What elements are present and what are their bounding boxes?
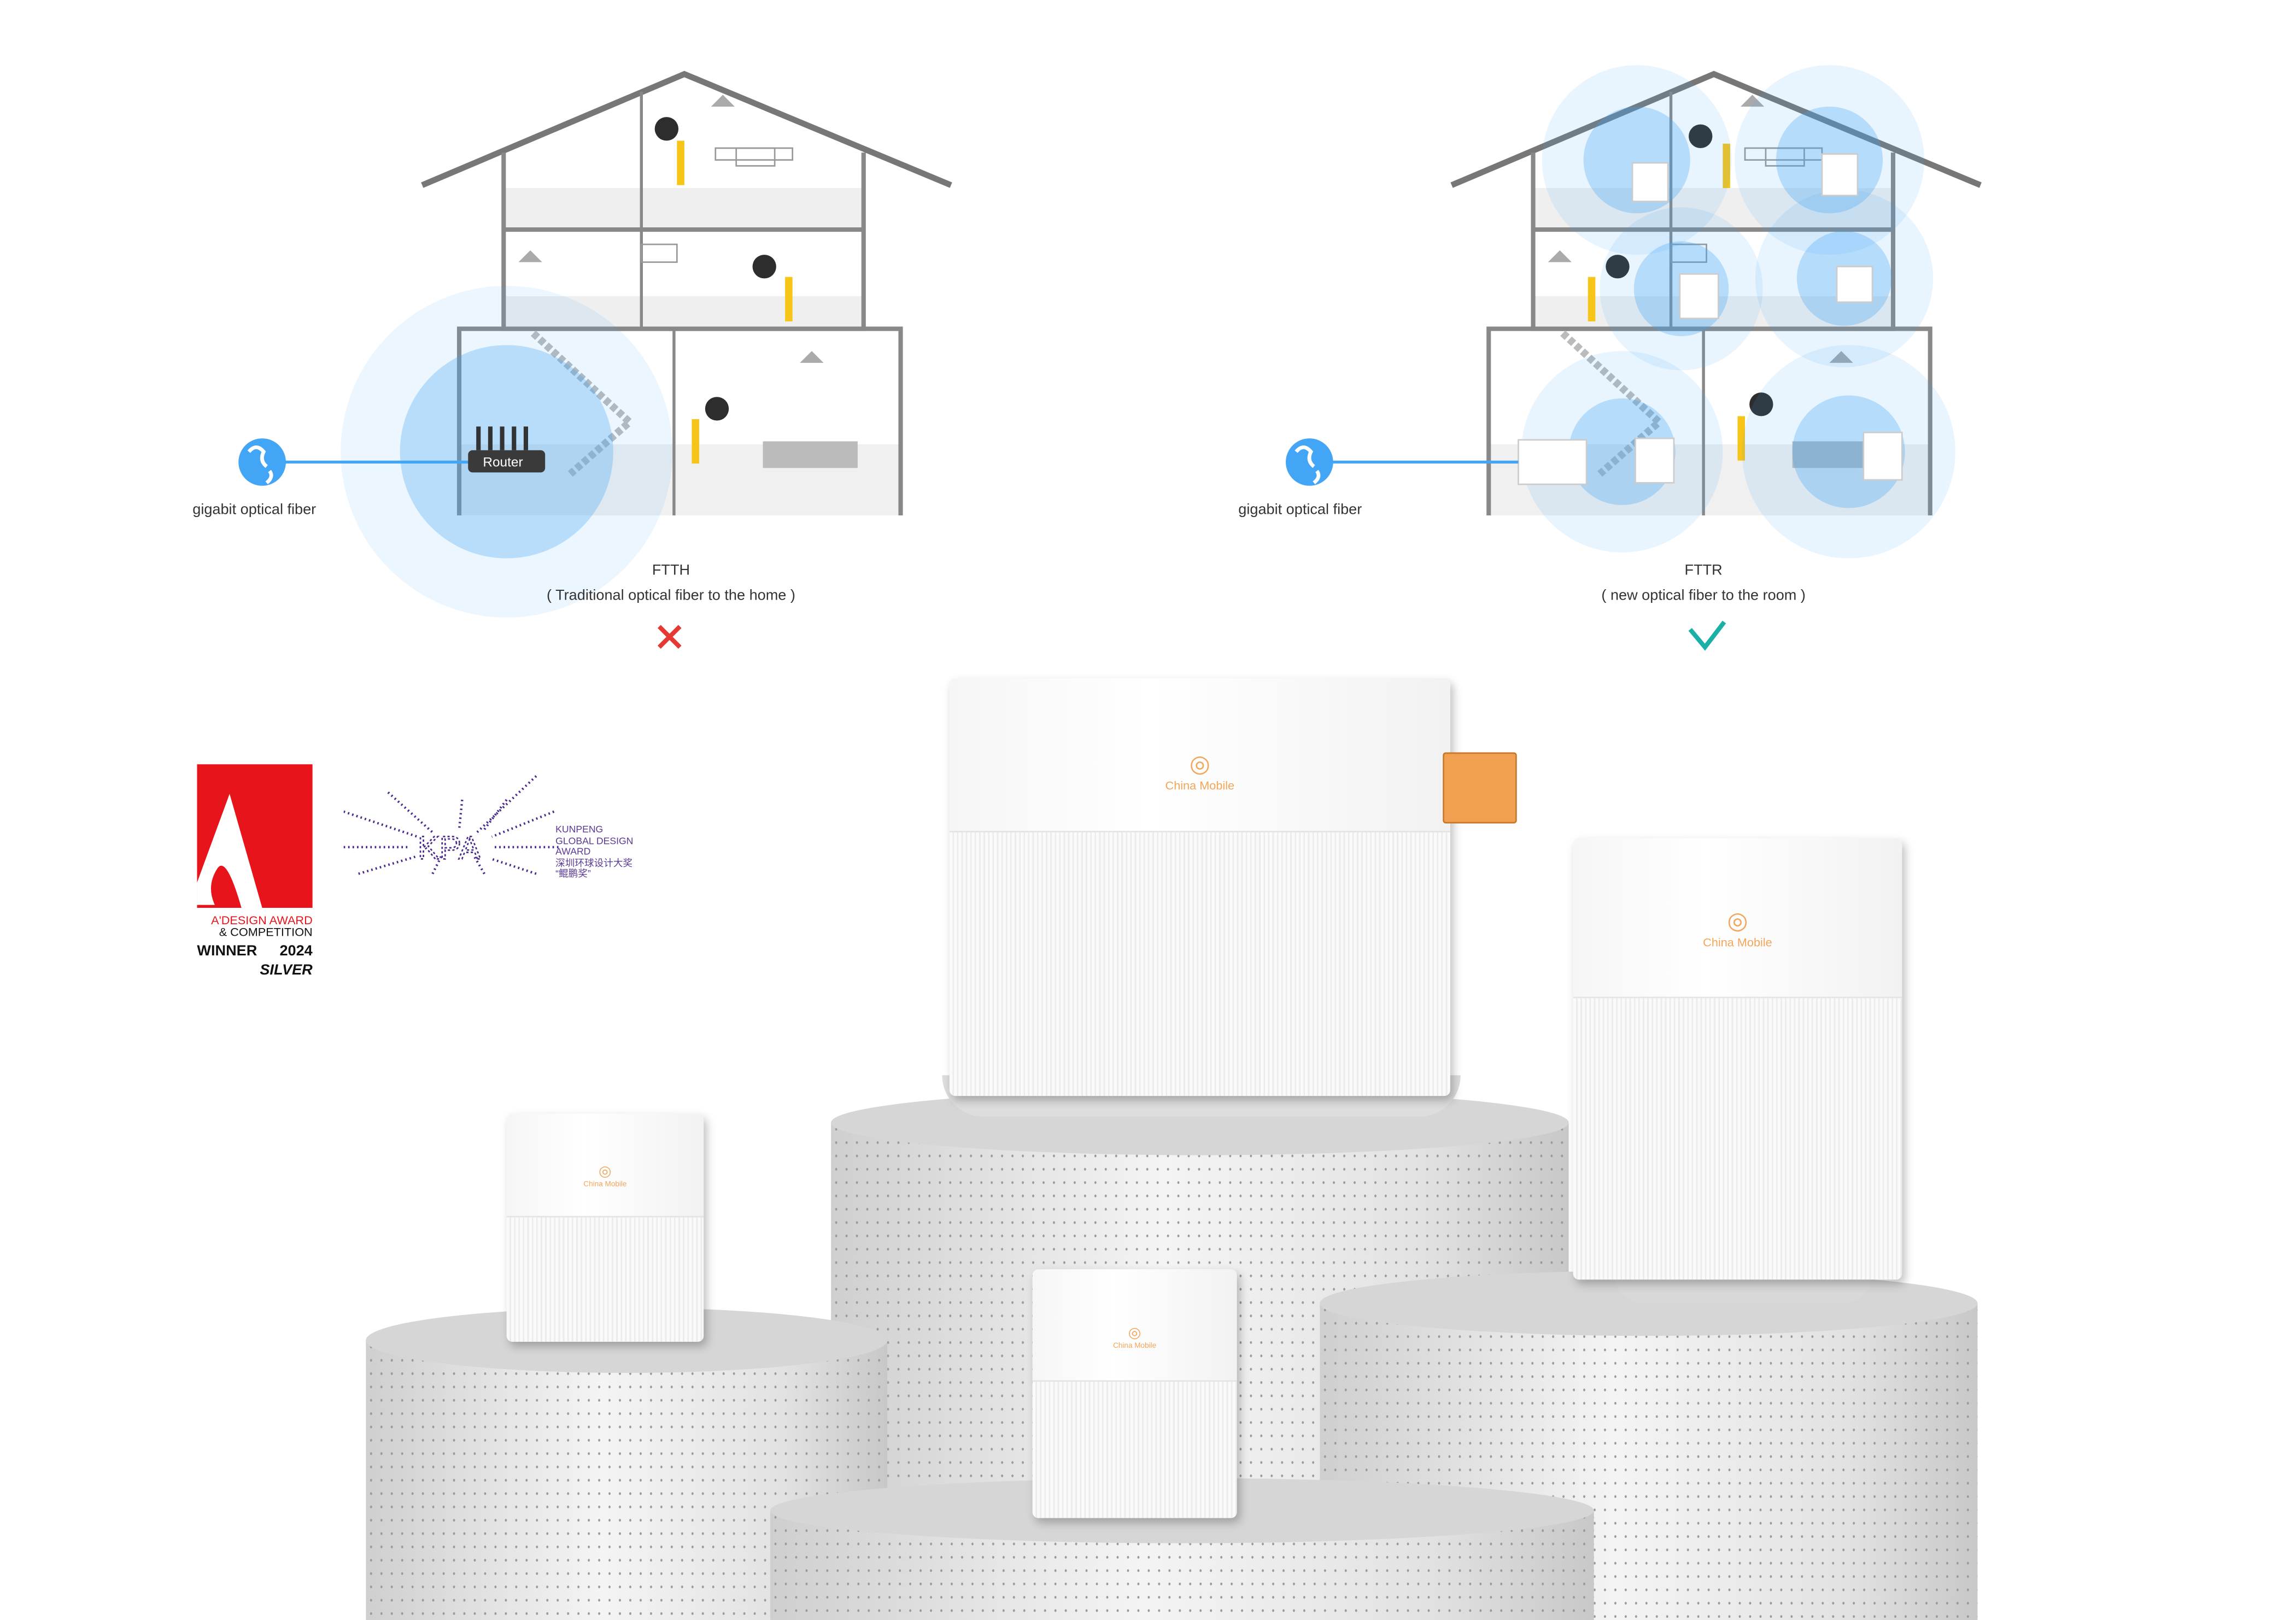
adesign-level: SILVER <box>260 962 313 979</box>
brand-label: China Mobile <box>1165 779 1235 793</box>
wifi-icons <box>654 117 1773 421</box>
main-gateway-device: ◎China Mobile <box>949 678 1450 1096</box>
room-unit-small-front: ◎China Mobile <box>1032 1269 1237 1518</box>
kpa-line4: 深圳环球设计大奖 <box>555 858 633 869</box>
kpa-logo-text: KPA <box>418 830 481 866</box>
china-mobile-logo: ◎China Mobile <box>1113 1325 1157 1351</box>
people-figures <box>677 140 1746 464</box>
adesign-winner: WINNER <box>197 943 257 960</box>
china-mobile-logo: ◎China Mobile <box>1165 752 1235 793</box>
brand-label: China Mobile <box>1703 936 1772 949</box>
fttr-fiber-label: gigabit optical fiber <box>1238 502 1362 519</box>
pedestal-front <box>770 1478 1594 1620</box>
ftth-subtitle: ( Traditional optical fiber to the home … <box>547 588 795 604</box>
kpa-line2: GLOBAL DESIGN <box>555 836 634 847</box>
kpa-line1: KUNPENG <box>555 825 604 836</box>
kpa-line3: AWARD <box>555 847 591 858</box>
kpa-line5: “鲲鹏奖” <box>555 869 591 880</box>
ftth-title: FTTH <box>652 562 690 579</box>
brand-label: China Mobile <box>1113 1341 1157 1351</box>
house-diagrams <box>238 65 2296 651</box>
brand-label: China Mobile <box>583 1180 627 1189</box>
fttr-title: FTTR <box>1684 562 1723 579</box>
adesign-year: 2024 <box>279 943 313 960</box>
check-icon <box>1688 620 1726 651</box>
product-label-sticker <box>1443 752 1517 824</box>
room-unit-large: ◎China Mobile <box>1573 838 1902 1280</box>
ftth-fiber-label: gigabit optical fiber <box>192 502 317 519</box>
router-label: Router <box>483 454 523 469</box>
china-mobile-logo: ◎China Mobile <box>583 1164 627 1189</box>
adesign-line1: A'DESIGN AWARD <box>211 913 313 928</box>
router-icon <box>468 426 546 473</box>
cross-icon <box>657 625 682 649</box>
china-mobile-logo: ◎China Mobile <box>1703 909 1772 949</box>
fttr-room-units <box>1518 153 1903 485</box>
kpa-award-logo: KPA KUNPENG GLOBAL DESIGN AWARD 深圳环球设计大奖… <box>343 770 663 889</box>
adesign-line2: & COMPETITION <box>219 925 313 939</box>
room-unit-small-left: ◎China Mobile <box>506 1113 704 1342</box>
fttr-subtitle: ( new optical fiber to the room ) <box>1601 588 1806 604</box>
